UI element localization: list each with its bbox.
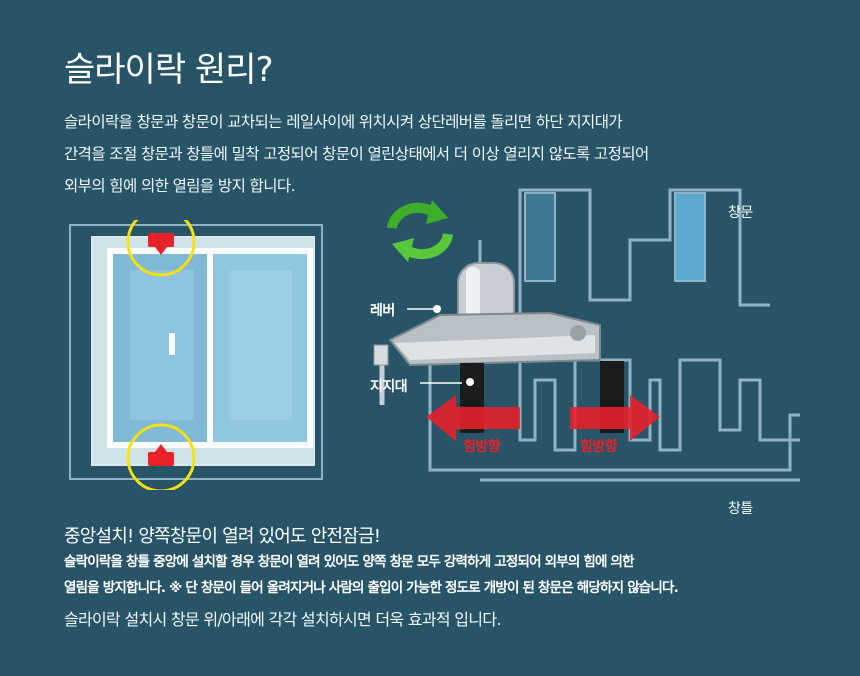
sash-label: 창문: [728, 205, 753, 221]
bold-text-line-1: 슬락이락을 창틀 중앙에 설치할 경우 창문이 열려 있어도 양쪽 창문 모두 …: [64, 554, 635, 570]
force-direction-label-right: 힘방향: [580, 439, 618, 455]
description-line-3: 외부의 힘에 의한 열림을 방지 합니다.: [64, 177, 295, 195]
lock-mechanism-diagram: [373, 188, 800, 482]
bold-text-line-2: 열림을 방지합니다. ※ 단 창문이 들어 올려지거나 사람의 출입이 가능한 …: [64, 580, 679, 596]
page-title: 슬라이락 원리?: [64, 50, 274, 90]
lever-label: 레버: [370, 303, 395, 319]
description-line-1: 슬라이락을 창문과 창문이 교차되는 레일사이에 위치시켜 상단레버를 돌리면 …: [64, 113, 623, 131]
description-line-2: 간격을 조절 창문과 창틀에 밀착 고정되어 창문이 열린상태에서 더 이상 열…: [64, 145, 649, 163]
refresh-arrows-icon: [387, 200, 453, 262]
support-label: 지지대: [370, 379, 408, 395]
frame-label: 창틀: [728, 501, 753, 517]
subheading: 중앙설치! 양쪽창문이 열려 있어도 안전잠금!: [64, 526, 381, 547]
sliding-window-illustration: [69, 220, 323, 490]
lock-marker-icon: [148, 444, 174, 466]
footer-note: 슬라이락 설치시 창문 위/아래에 각각 설치하시면 더욱 효과적 입니다.: [64, 610, 501, 629]
lock-marker-icon: [148, 233, 174, 255]
force-arrow-icon: [426, 395, 520, 441]
force-direction-label-left: 힘방향: [463, 439, 501, 455]
force-arrow-icon: [570, 395, 660, 441]
